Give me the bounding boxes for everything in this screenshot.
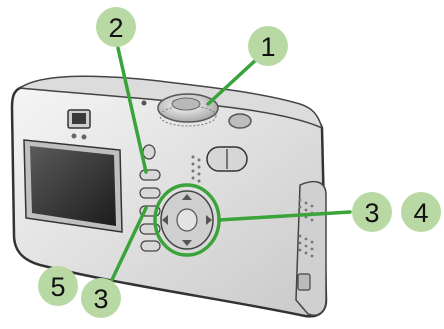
shutter-button xyxy=(229,114,251,128)
mode-dial-top xyxy=(172,98,200,110)
callout-2: 2 xyxy=(96,7,136,47)
callout-5: 5 xyxy=(38,266,78,306)
svg-text:3: 3 xyxy=(93,284,108,314)
side-button-5 xyxy=(141,241,160,251)
svg-text:5: 5 xyxy=(50,272,65,302)
svg-text:4: 4 xyxy=(413,198,428,228)
side-button-2 xyxy=(140,188,160,198)
indicator-lamp-2 xyxy=(82,135,87,140)
svg-text:3: 3 xyxy=(364,198,379,228)
callout-4: 4 xyxy=(401,192,441,232)
svg-text:2: 2 xyxy=(108,13,123,43)
svg-text:1: 1 xyxy=(260,32,275,62)
callout-3-bottom: 3 xyxy=(81,278,121,318)
callout-1: 1 xyxy=(248,26,288,66)
lcd-screen xyxy=(30,146,116,226)
side-button-1 xyxy=(140,170,160,180)
small-hole xyxy=(142,101,147,106)
viewfinder-window xyxy=(72,113,86,124)
indicator-lamp xyxy=(72,134,77,139)
d-pad-center xyxy=(177,209,197,231)
top-round-button xyxy=(143,145,155,159)
callout-3-right: 3 xyxy=(352,192,392,232)
strap-lug xyxy=(298,274,310,290)
